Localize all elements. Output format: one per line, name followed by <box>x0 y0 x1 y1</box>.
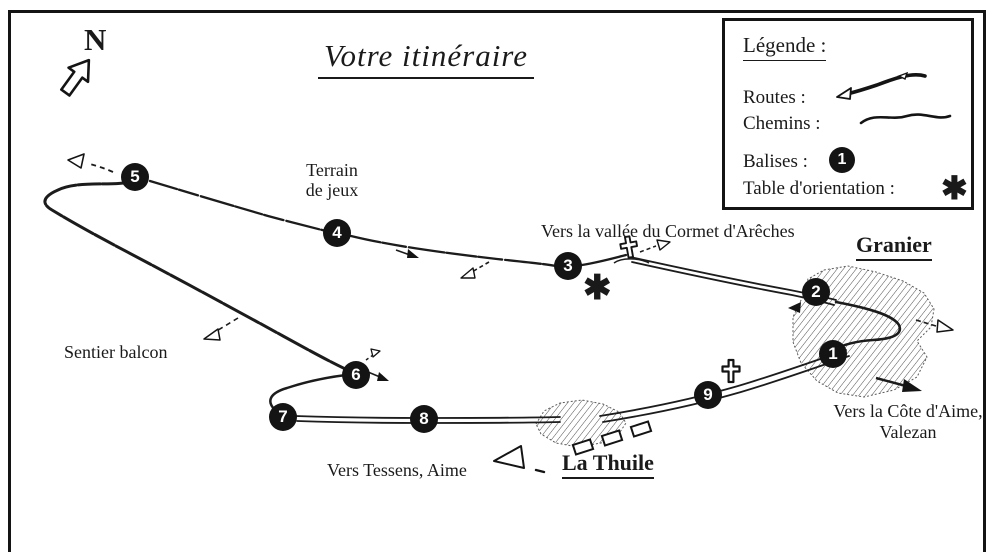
legend-asterisk-icon: ✱ <box>941 170 968 206</box>
arrow-chapel-icon <box>639 239 671 253</box>
trail-4-to-3 <box>349 234 628 268</box>
arrow-northwest-of-5-icon <box>67 153 114 173</box>
balise-5: 5 <box>121 163 149 191</box>
balise-4: 4 <box>323 219 351 247</box>
balise-6: 6 <box>342 361 370 389</box>
arrow-sentier-balcon-icon <box>203 317 239 341</box>
page-title: Votre itinéraire <box>318 38 534 79</box>
road-granier-to-lathuile <box>599 349 850 423</box>
balise-7: 7 <box>269 403 297 431</box>
balise-8: 8 <box>410 405 438 433</box>
chemin-sample-icon <box>859 113 952 125</box>
label-tessens-aime: Vers Tessens, Aime <box>327 460 467 480</box>
north-arrow-icon <box>60 58 91 97</box>
table-orientation-icon: ✱ <box>583 270 612 307</box>
route-sample-icon <box>836 71 927 100</box>
legend-balise-sample: 1 <box>829 147 855 173</box>
label-la-thuile: La Thuile <box>562 450 654 479</box>
legend-chemins-label: Chemins : <box>743 113 821 134</box>
legend-heading: Légende : <box>743 33 827 61</box>
balise-9: 9 <box>694 381 722 409</box>
label-granier: Granier <box>856 232 932 261</box>
arrow-on-road-near-2-icon <box>788 302 801 313</box>
legend-table-label: Table d'orientation : <box>743 178 895 199</box>
label-sentier-balcon: Sentier balcon <box>64 342 168 362</box>
label-cote-aime-valezan: Vers la Côte d'Aime, Valezan <box>833 401 983 442</box>
arrow-granier-exit-lower-icon <box>875 376 922 392</box>
legend-box: Légende : Routes : Chemins : Balises : 1… <box>722 18 974 210</box>
arrow-lathuile-to-tessens-icon <box>493 420 653 474</box>
trail-7-to-6 <box>269 373 348 412</box>
legend-routes-label: Routes : <box>743 87 806 108</box>
arrow-branch-below-trail-icon <box>460 261 490 279</box>
arrow-after-6-up-icon <box>365 348 381 361</box>
arrow-granier-exit-upper-icon <box>915 319 954 333</box>
balise-2: 2 <box>802 278 830 306</box>
cross-near-9-icon <box>721 358 741 384</box>
trail-sentier-balcon <box>43 179 354 374</box>
chapel-base-scribble <box>613 258 650 264</box>
arrow-below-4-icon <box>395 249 419 258</box>
arrow-after-6-down-icon <box>367 371 389 381</box>
label-terrain-de-jeux: Terrain de jeux <box>305 160 359 200</box>
trail-5-to-4 <box>148 179 336 235</box>
north-label: N <box>84 22 107 57</box>
balise-3: 3 <box>554 252 582 280</box>
legend-balises-label: Balises : <box>743 151 808 172</box>
label-vallee-cormet: Vers la vallée du Cormet d'Arêches <box>541 221 795 241</box>
cross-chapel-icon <box>619 235 638 259</box>
balise-1: 1 <box>819 340 847 368</box>
